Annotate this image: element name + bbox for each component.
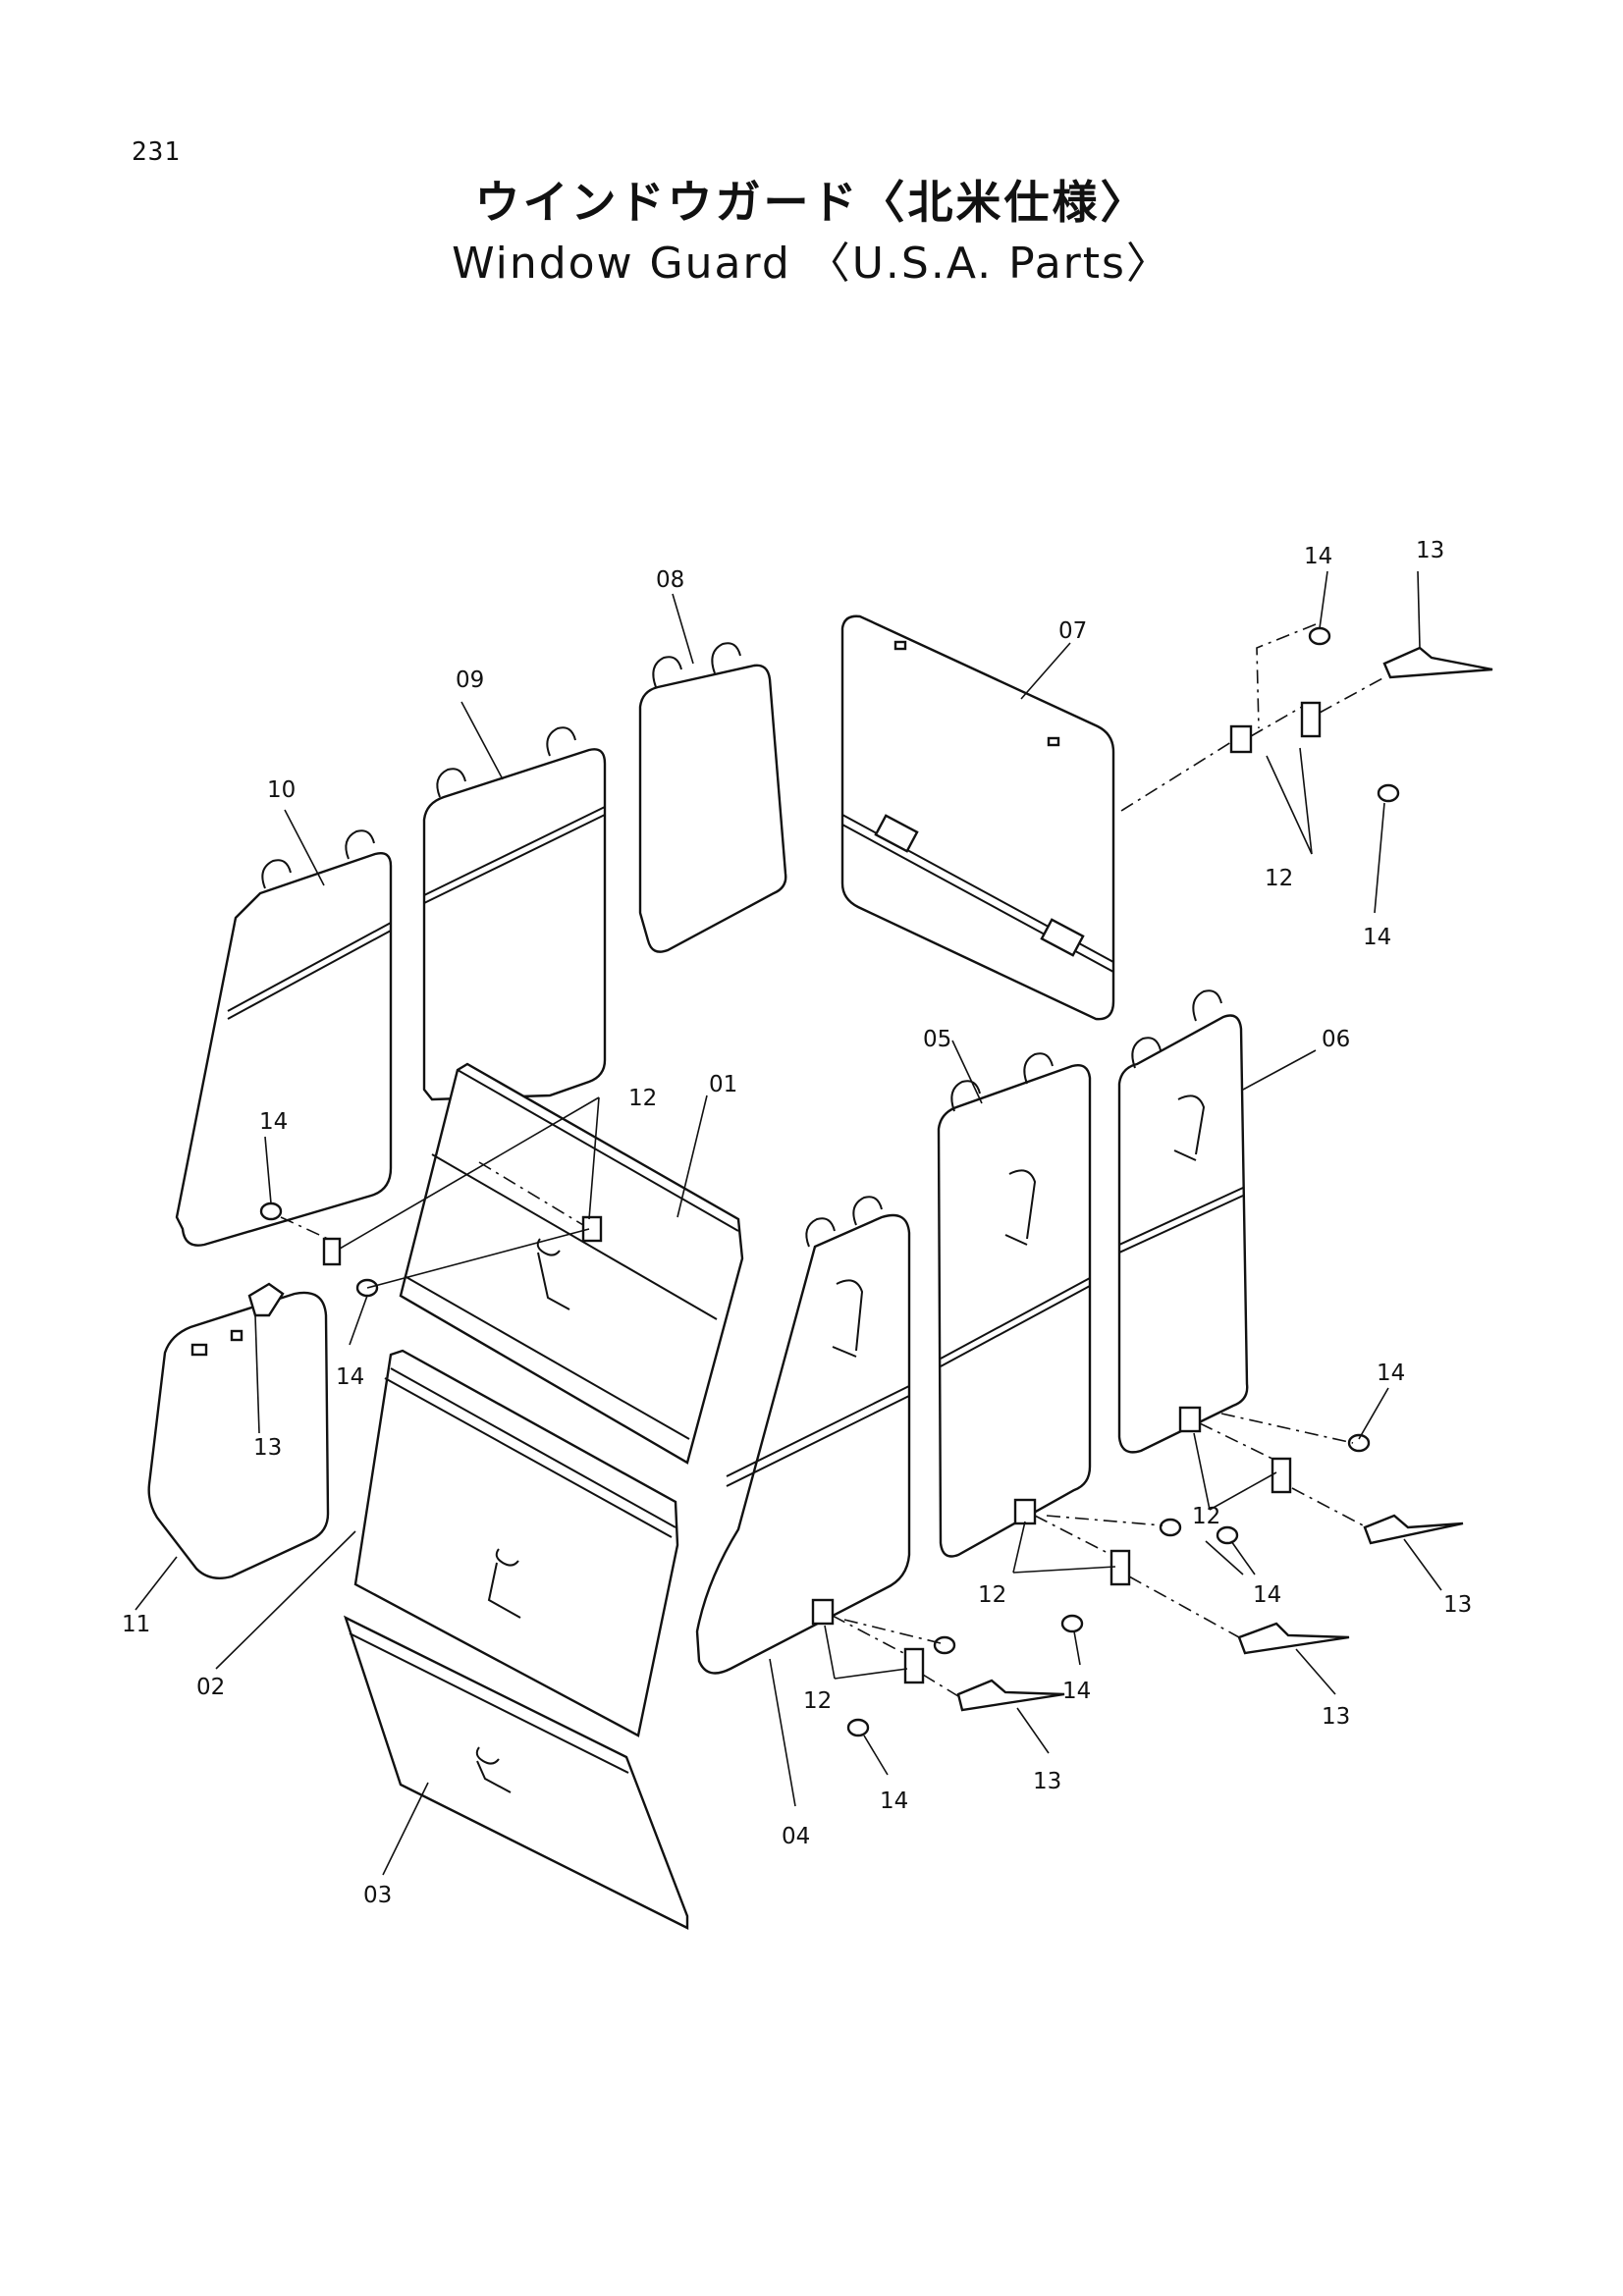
callout-13-a[interactable]: 13 xyxy=(1416,538,1444,563)
callout-14-c[interactable]: 14 xyxy=(259,1109,288,1135)
callout-11[interactable]: 11 xyxy=(122,1612,150,1637)
callout-14-e[interactable]: 14 xyxy=(1377,1361,1405,1386)
callout-02[interactable]: 02 xyxy=(196,1675,225,1700)
panel-04[interactable] xyxy=(695,1196,911,1675)
panel-08[interactable] xyxy=(638,642,787,953)
callout-04[interactable]: 04 xyxy=(782,1824,810,1849)
callout-13-d[interactable]: 13 xyxy=(1322,1704,1350,1730)
latch-bracket-group xyxy=(322,701,1322,1684)
callout-12-e[interactable]: 12 xyxy=(803,1688,832,1714)
panel-06[interactable] xyxy=(1117,989,1249,1454)
callout-14-f[interactable]: 14 xyxy=(1253,1582,1281,1608)
callout-10[interactable]: 10 xyxy=(267,777,296,803)
callout-06[interactable]: 06 xyxy=(1322,1027,1350,1052)
panel-07[interactable] xyxy=(840,614,1115,1021)
callout-13-b[interactable]: 13 xyxy=(253,1435,282,1461)
key-group xyxy=(247,646,1493,1712)
panel-10[interactable] xyxy=(175,829,393,1247)
panel-02[interactable] xyxy=(353,1349,679,1737)
callout-14-d[interactable]: 14 xyxy=(336,1364,364,1390)
callout-labels: 01 02 03 04 05 06 07 08 09 10 11 12 12 1… xyxy=(122,538,1472,1908)
callout-01[interactable]: 01 xyxy=(709,1072,737,1097)
title-japanese: ウインドウガード〈北米仕様〉 xyxy=(474,176,1149,229)
callout-14-h[interactable]: 14 xyxy=(880,1789,908,1814)
callout-14-a[interactable]: 14 xyxy=(1304,544,1332,569)
page-number: 231 xyxy=(132,137,181,167)
leader-lines xyxy=(135,570,1442,1876)
callout-05[interactable]: 05 xyxy=(923,1027,951,1052)
callout-14-g[interactable]: 14 xyxy=(1062,1679,1091,1704)
callout-03[interactable]: 03 xyxy=(363,1883,392,1908)
panel-03[interactable] xyxy=(343,1615,689,1930)
callout-07[interactable]: 07 xyxy=(1058,618,1087,644)
callout-12-d[interactable]: 12 xyxy=(978,1582,1006,1608)
callout-12-a[interactable]: 12 xyxy=(628,1086,657,1111)
callout-08[interactable]: 08 xyxy=(656,567,684,593)
callout-13-e[interactable]: 13 xyxy=(1033,1769,1061,1794)
callout-12-c[interactable]: 12 xyxy=(1192,1504,1220,1529)
callout-13-c[interactable]: 13 xyxy=(1443,1592,1472,1618)
screw-group xyxy=(259,626,1400,1737)
callout-12-b[interactable]: 12 xyxy=(1265,866,1293,891)
panel-05[interactable] xyxy=(937,1052,1092,1558)
title-english: Window Guard 〈U.S.A. Parts〉 xyxy=(452,239,1171,289)
callout-09[interactable]: 09 xyxy=(456,667,484,693)
assembly-lines xyxy=(280,623,1385,1697)
panel-11[interactable] xyxy=(147,1291,330,1579)
panel-09[interactable] xyxy=(422,726,607,1101)
callout-14-b[interactable]: 14 xyxy=(1363,925,1391,950)
